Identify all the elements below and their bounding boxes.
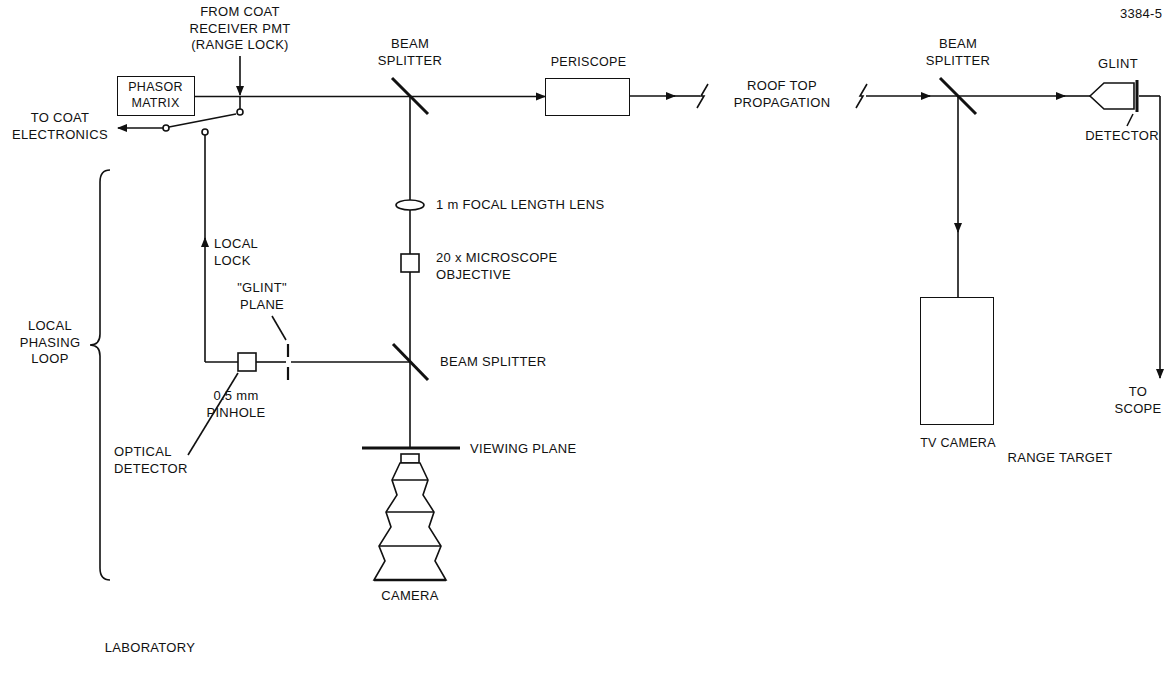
pinhole bbox=[287, 367, 289, 380]
signal-label: FROM COAT RECEIVER PMT (RANGE LOCK) bbox=[184, 4, 296, 54]
node-label: TV CAMERA bbox=[916, 436, 1000, 452]
part-label: 20 x MICROSCOPE OBJECTIVE bbox=[436, 250, 566, 283]
part-label: OPTICAL DETECTOR bbox=[114, 444, 196, 477]
part-label: GLINT bbox=[1098, 56, 1138, 73]
path-label: ROOF TOP PROPAGATION bbox=[726, 78, 838, 111]
group-label: LABORATORY bbox=[105, 640, 195, 657]
beam-path bbox=[866, 95, 930, 97]
leader-line bbox=[272, 316, 286, 340]
beam-path bbox=[674, 95, 700, 97]
part-label: 1 m FOCAL LENGTH LENS bbox=[436, 197, 604, 214]
group-label: LOCAL PHASING LOOP bbox=[14, 318, 86, 368]
beam-path bbox=[630, 95, 675, 97]
range-lock-line bbox=[239, 96, 241, 109]
local-loop-wire bbox=[204, 135, 206, 240]
optical-layout bbox=[195, 96, 546, 98]
glint-target bbox=[1136, 80, 1139, 112]
selector-switch bbox=[118, 127, 163, 129]
periscope-box: PERISCOPE bbox=[545, 78, 630, 116]
part-label: "GLINT" PLANE bbox=[231, 280, 293, 313]
beam-path bbox=[1063, 95, 1090, 97]
range-lock-line bbox=[237, 109, 243, 115]
beam-path bbox=[957, 96, 959, 232]
beam-path bbox=[630, 84, 1090, 108]
viewing-plane bbox=[362, 447, 460, 450]
local-loop-wire bbox=[204, 238, 206, 362]
figure-number: 3384-5 bbox=[1120, 6, 1162, 23]
part-label: DETECTOR bbox=[1085, 128, 1159, 145]
selector-switch bbox=[118, 114, 236, 135]
glint-target bbox=[1090, 80, 1137, 112]
beam-path bbox=[291, 361, 410, 363]
camera-symbol bbox=[374, 463, 446, 580]
beam-path bbox=[856, 84, 867, 108]
part-label: 0.5 mm PINHOLE bbox=[203, 388, 269, 421]
part-label: VIEWING PLANE bbox=[470, 441, 576, 458]
camera-symbol bbox=[386, 511, 434, 513]
beam-connector bbox=[195, 96, 546, 98]
beam-path bbox=[957, 230, 959, 297]
camera-symbol bbox=[379, 545, 441, 547]
range-lock-line bbox=[237, 56, 243, 115]
camera-symbol bbox=[374, 454, 446, 580]
scope-wire bbox=[1139, 95, 1160, 97]
selector-switch bbox=[163, 125, 169, 131]
local-loop-wire bbox=[205, 361, 238, 363]
camera-symbol bbox=[401, 454, 419, 463]
camera-symbol bbox=[374, 579, 446, 581]
process-box: PHASOR MATRIX bbox=[117, 76, 195, 115]
scope-wire bbox=[1159, 96, 1161, 378]
leader-line bbox=[1127, 114, 1133, 126]
loop-brace bbox=[90, 170, 110, 580]
pinhole bbox=[287, 344, 289, 357]
lens bbox=[396, 200, 424, 210]
optical-layout bbox=[90, 56, 1160, 580]
part-label: BEAM SPLITTER bbox=[440, 354, 546, 371]
node-label: PERISCOPE bbox=[539, 55, 639, 71]
signal-label: TO SCOPE bbox=[1109, 384, 1167, 417]
optical-detector bbox=[238, 353, 256, 371]
beam-path bbox=[928, 95, 1065, 97]
pinhole bbox=[287, 344, 289, 380]
node-label: PHASOR MATRIX bbox=[121, 80, 191, 111]
signal-label: LOCAL LOCK bbox=[214, 236, 266, 269]
group-label: RANGE TARGET bbox=[1008, 450, 1113, 467]
signal-label: TO COAT ELECTRONICS bbox=[6, 110, 114, 143]
beam-path bbox=[256, 361, 286, 363]
range-lock-line bbox=[239, 56, 241, 95]
part-label: CAMERA bbox=[381, 588, 438, 605]
selector-switch bbox=[169, 114, 236, 127]
glint-target bbox=[1090, 83, 1134, 109]
beam-path bbox=[697, 84, 708, 108]
part-label: BEAM SPLITTER bbox=[919, 36, 997, 69]
microscope-objective bbox=[401, 254, 419, 272]
camera-box: TV CAMERA bbox=[920, 297, 994, 425]
camera-symbol bbox=[392, 479, 428, 481]
part-label: BEAM SPLITTER bbox=[371, 36, 449, 69]
beam-path bbox=[957, 96, 959, 297]
selector-switch bbox=[202, 129, 208, 135]
